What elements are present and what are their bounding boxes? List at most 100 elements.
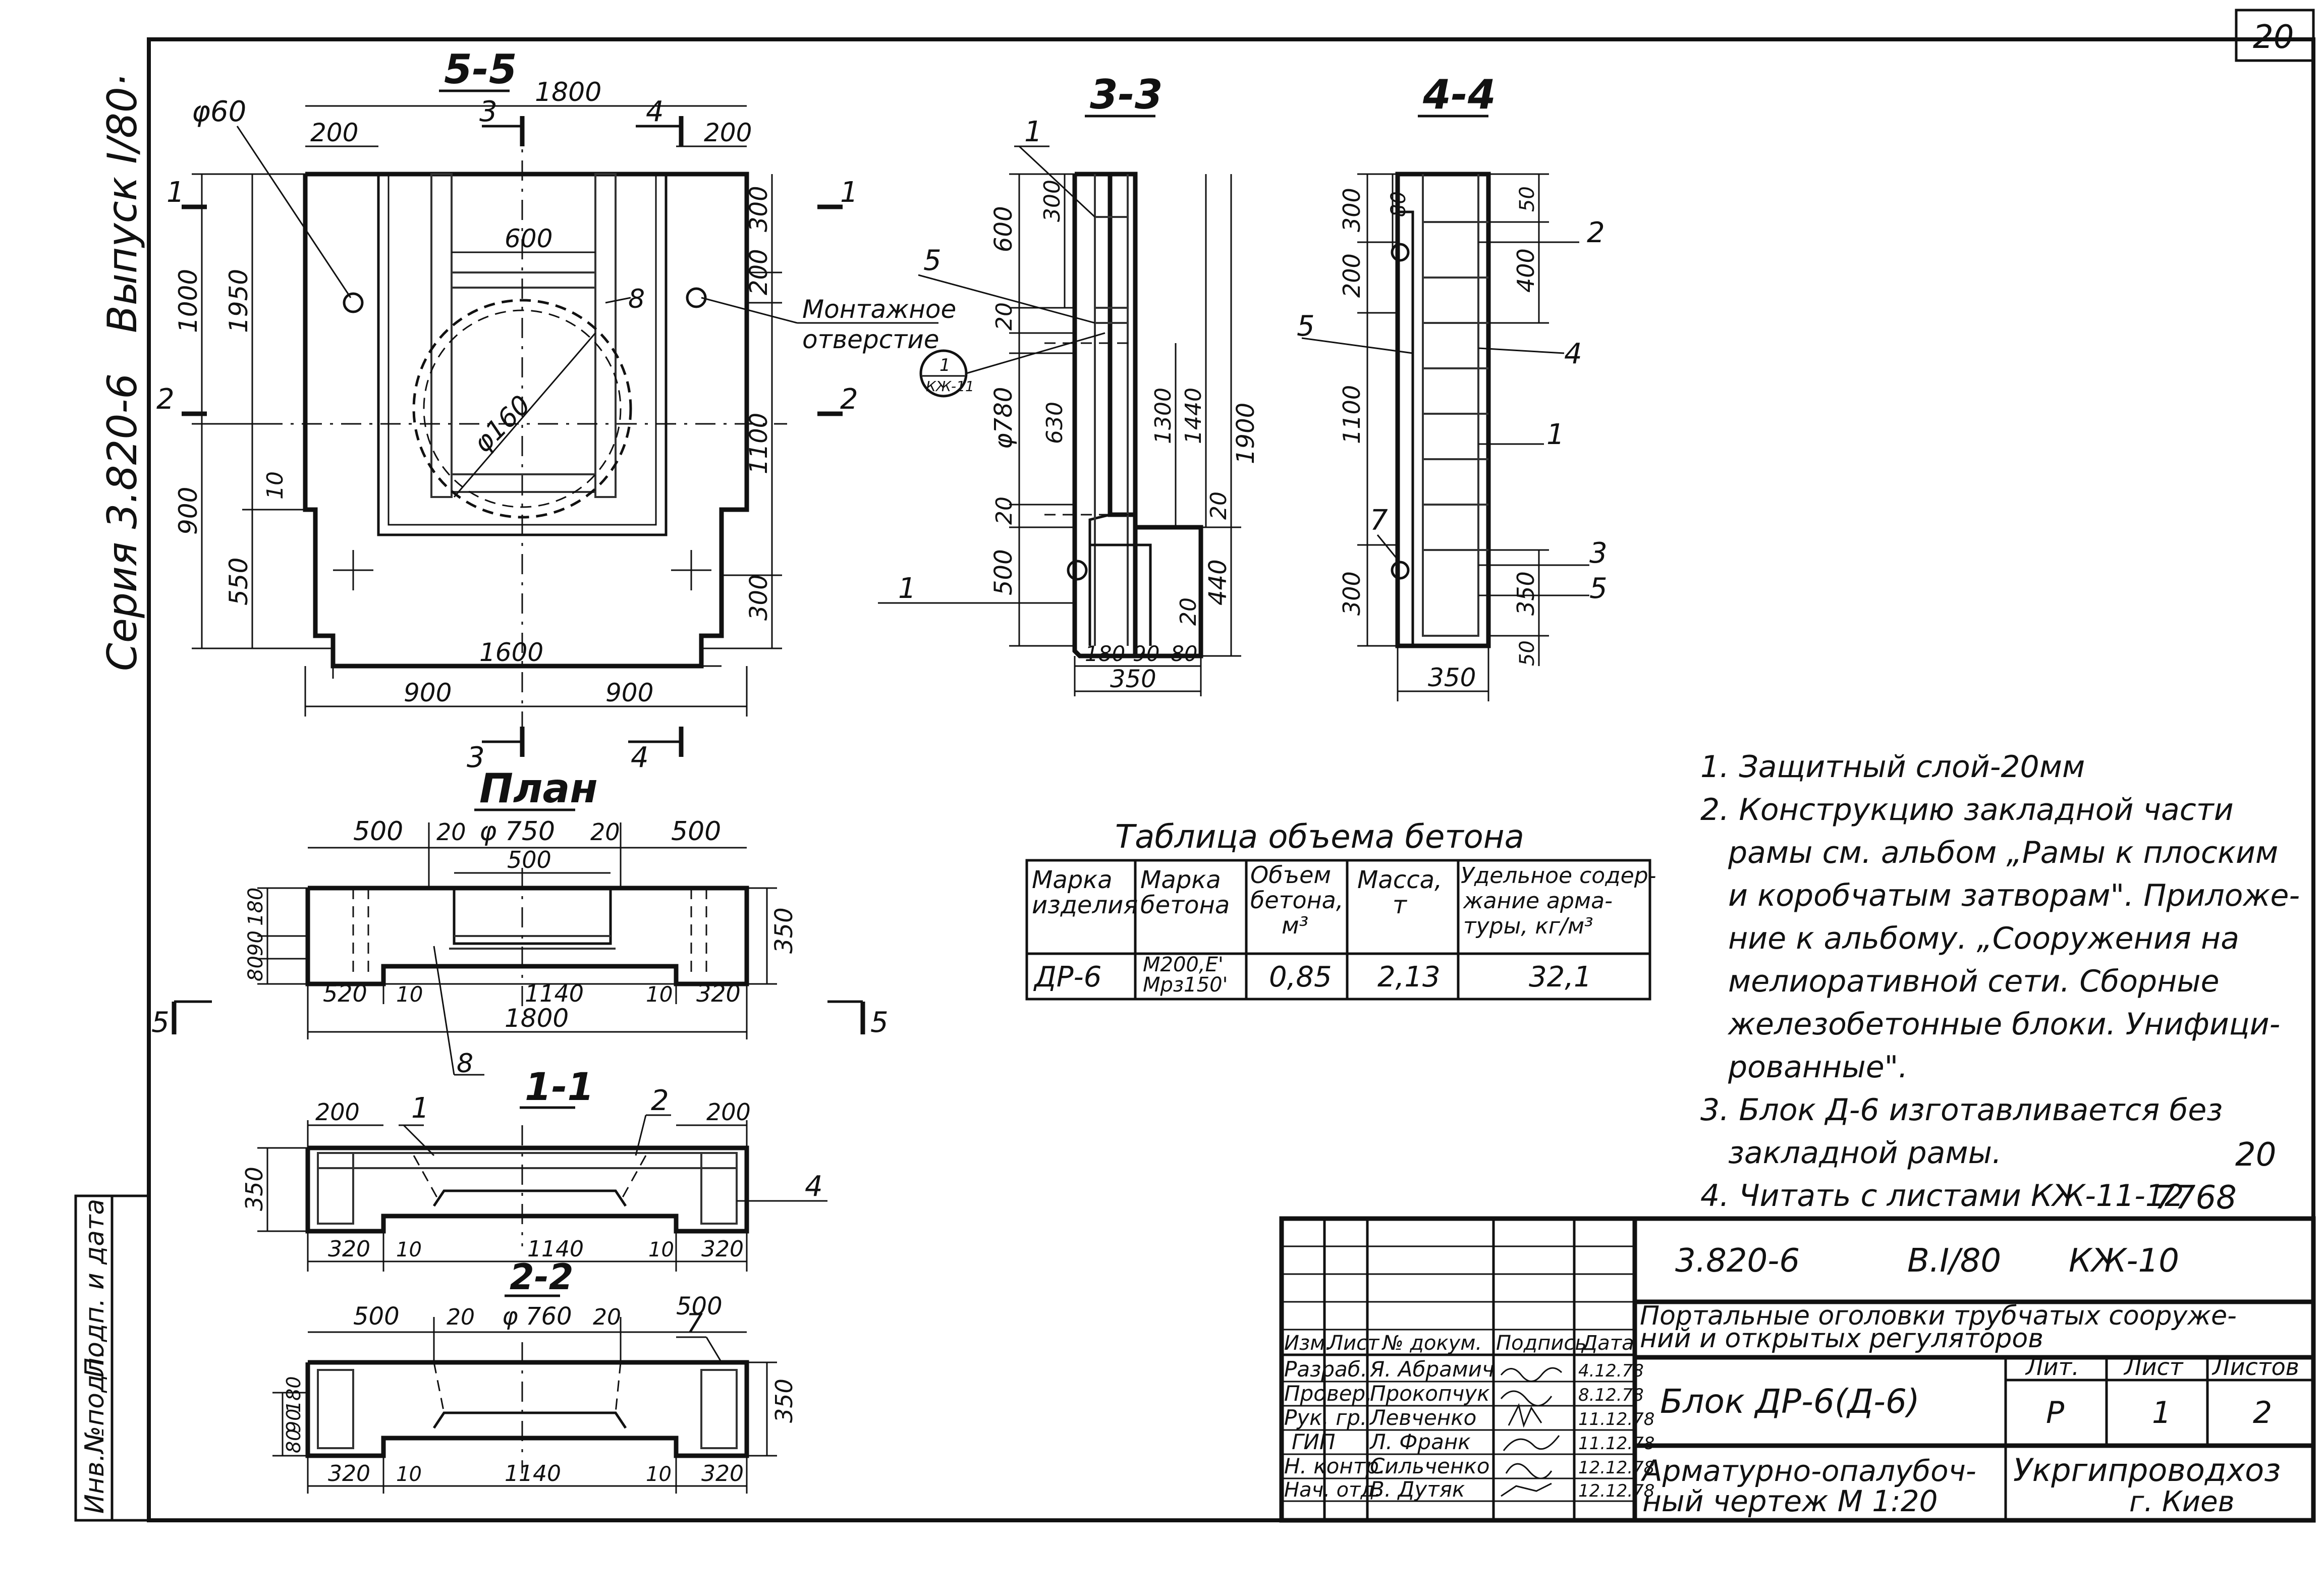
dim-600: 600 <box>505 224 552 253</box>
dim-3-3-300: 300 <box>1039 180 1065 222</box>
tb-lit: Р <box>2046 1395 2065 1430</box>
tb-date-5: 12.12.78 <box>1578 1481 1654 1501</box>
tb-sheet-code: КЖ-10 <box>2069 1242 2179 1280</box>
s11-dim-1140: 1140 <box>527 1236 584 1262</box>
note-line-10: закладной рамы. <box>1728 1135 2002 1171</box>
dim-3-3-500: 500 <box>989 549 1018 595</box>
dim-3-3-1440: 1440 <box>1181 388 1206 444</box>
th-mass-1: Масса, <box>1357 866 1442 894</box>
mount-hole-label-2: отверстие <box>802 325 939 354</box>
note-margin-num: 20 <box>2235 1136 2276 1174</box>
note-line-7: железобетонные блоки. Унифици- <box>1727 1007 2280 1042</box>
section-2-2-title: 2-2 <box>510 1256 573 1298</box>
s22-dim-350: 350 <box>770 1379 798 1423</box>
tb-sheet-name: Блок ДР-6(Д-6) <box>1660 1382 1920 1421</box>
th-rebar-2: жание арма- <box>1463 888 1613 914</box>
notes: 1. Защитный слой-20мм 2. Конструкцию зак… <box>1700 749 2300 1217</box>
tb-role-0: Разраб. <box>1284 1357 1367 1382</box>
tb-head-doc: № докум. <box>1381 1332 1482 1355</box>
tb-sheet-header: Лист <box>2123 1353 2184 1381</box>
s22-dim-20-r: 20 <box>593 1304 621 1330</box>
s22-dim-500-l: 500 <box>353 1302 400 1331</box>
doc-number: 7768 <box>2154 1179 2237 1217</box>
signature-0 <box>1500 1367 1563 1382</box>
plan-dim-10-r: 10 <box>646 982 673 1007</box>
cut-4-bottom: 4 <box>631 741 649 774</box>
cut-2-left: 2 <box>156 383 175 416</box>
tb-name-0: Я. Абрамич <box>1369 1357 1495 1382</box>
s11-dim-320-l: 320 <box>328 1236 370 1262</box>
plan-dim-500-l: 500 <box>353 816 403 847</box>
section-4-4: 4-4 300 80 200 1100 300 <box>1297 71 1608 701</box>
section-1-1-title: 1-1 <box>525 1064 594 1109</box>
tb-role-4: Н. контр. <box>1284 1454 1386 1478</box>
mark-4-4-2: 2 <box>1587 216 1605 249</box>
section-4-4-title: 4-4 <box>1422 71 1496 118</box>
s22-mark-7: 7 <box>686 1308 703 1339</box>
mount-hole-right <box>686 287 707 308</box>
td-rebar: 32,1 <box>1529 961 1592 994</box>
dim-1950: 1950 <box>224 269 253 333</box>
s22-dim-80: 80 <box>283 1429 305 1453</box>
dim-4-4-h350: 350 <box>1428 663 1476 692</box>
tb-date-1: 8.12.78 <box>1578 1385 1644 1405</box>
issue-label: Выпуск I/80· <box>99 74 146 333</box>
cut-2-right: 2 <box>840 383 858 416</box>
callout-bottom: КЖ-11 <box>926 378 974 395</box>
mark-4-4-5: 5 <box>1297 310 1315 343</box>
plan-title: План <box>479 765 598 812</box>
section-3-3-title: 3-3 <box>1090 71 1163 118</box>
note-line-8: рованные". <box>1728 1050 1908 1085</box>
mark-4-4-7: 7 <box>1370 504 1388 537</box>
tb-sheets-header: Листов <box>2211 1353 2299 1381</box>
mark-4-4-3: 3 <box>1589 537 1608 570</box>
dim-4-4-350: 350 <box>1512 571 1539 616</box>
section-2-2: 2-2 500 20 φ 760 20 500 80 90 180 350 <box>272 1256 798 1494</box>
signature-5 <box>1501 1482 1552 1497</box>
s22-dim-phi760: φ 760 <box>502 1302 572 1331</box>
dim-200-r: 200 <box>745 249 773 295</box>
dim-550: 550 <box>224 558 253 606</box>
s11-dim-320-r: 320 <box>701 1236 744 1262</box>
dim-300-r-b: 300 <box>745 574 773 621</box>
mark-3-3-1: 1 <box>1024 116 1042 148</box>
note-line-5: ние к альбому. „Сооружения на <box>1728 921 2239 956</box>
dim-4-4-50b: 50 <box>1516 640 1539 666</box>
signature-2 <box>1508 1403 1542 1428</box>
s22-dim-320-l: 320 <box>328 1461 370 1487</box>
s22-dim-10-r: 10 <box>646 1463 672 1486</box>
note-line-4: и коробчатым затворам". Приложе- <box>1728 878 2300 913</box>
s22-dim-320-r: 320 <box>701 1461 744 1487</box>
s22-dim-10-l: 10 <box>396 1463 422 1486</box>
dim-1100: 1100 <box>745 413 773 474</box>
plan-dim-500-c: 500 <box>507 846 551 873</box>
mark-4-4-1: 1 <box>1546 418 1565 451</box>
phi60-label: φ60 <box>192 95 246 128</box>
td-item: ДР-6 <box>1033 961 1101 994</box>
tb-date-3: 11.12.78 <box>1578 1434 1654 1454</box>
s22-dim-180: 180 <box>283 1376 305 1413</box>
dim-3-3-20a: 20 <box>991 302 1017 331</box>
dim-1600: 1600 <box>479 638 543 667</box>
tb-date-2: 11.12.78 <box>1578 1409 1654 1429</box>
tb-sheets: 2 <box>2253 1395 2272 1430</box>
td-volume: 0,85 <box>1269 961 1332 994</box>
plan-cut-5-left: 5 <box>151 1006 170 1039</box>
dim-200-left: 200 <box>310 118 358 147</box>
s11-dim-350: 350 <box>241 1167 268 1211</box>
note-line-9: 3. Блок Д-6 изготавливается без <box>1700 1092 2223 1128</box>
note-line-1: 1. Защитный слой-20мм <box>1700 749 2085 785</box>
tb-head-list: Лист <box>1327 1332 1380 1355</box>
section-1-1: 1-1 200 200 350 320 10 1140 10 320 1 <box>241 1064 827 1272</box>
tb-name-5: В. Дутяк <box>1370 1477 1465 1502</box>
tb-code: 3.820-6 <box>1675 1242 1800 1280</box>
dim-1000: 1000 <box>174 269 203 333</box>
td-grade-1: М200,Е' <box>1143 953 1224 976</box>
s11-dim-200-l: 200 <box>315 1098 360 1126</box>
left-stamp-inv: Инв.№подл. <box>80 1349 110 1514</box>
plan-dim-1800: 1800 <box>505 1004 569 1033</box>
cut-4-top: 4 <box>646 95 664 128</box>
tb-org-1: Укргипроводхоз <box>2013 1452 2281 1489</box>
tb-drawing-2: ный чертеж М 1:20 <box>1642 1484 1938 1518</box>
cut-1-left: 1 <box>167 176 185 209</box>
